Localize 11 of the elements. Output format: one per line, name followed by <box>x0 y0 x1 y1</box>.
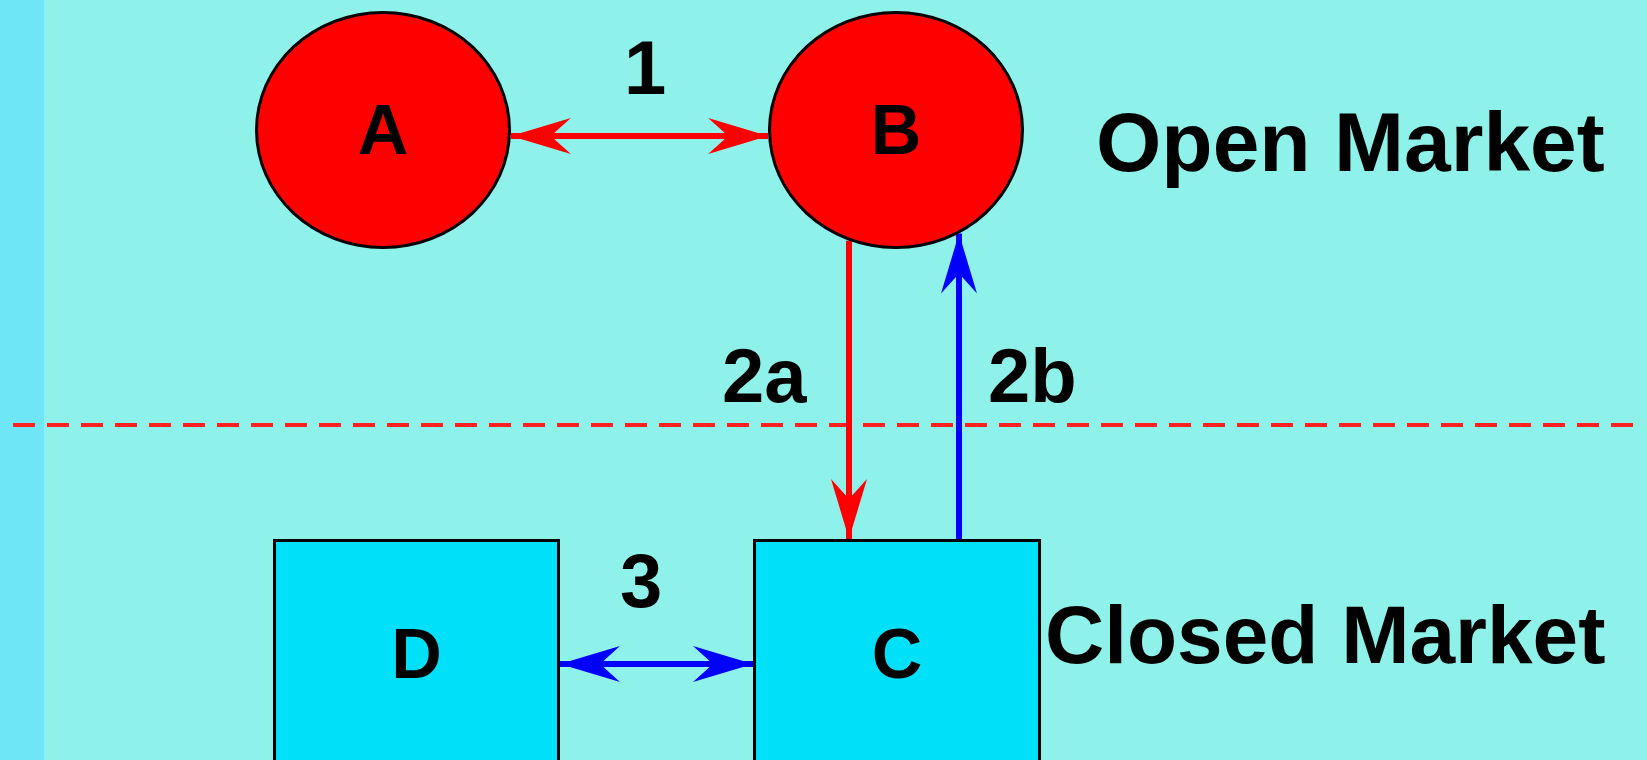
node-letter: A <box>357 90 409 170</box>
market-box <box>273 539 560 760</box>
node-letter: C <box>871 614 923 694</box>
arrow <box>941 233 977 539</box>
market-box <box>753 539 1041 760</box>
node-letter: D <box>391 614 442 694</box>
arrow <box>510 118 769 154</box>
node-letter: B <box>870 90 922 170</box>
arrow <box>831 240 867 539</box>
market-label: Closed Market <box>1045 594 1606 676</box>
arrow <box>560 646 753 682</box>
